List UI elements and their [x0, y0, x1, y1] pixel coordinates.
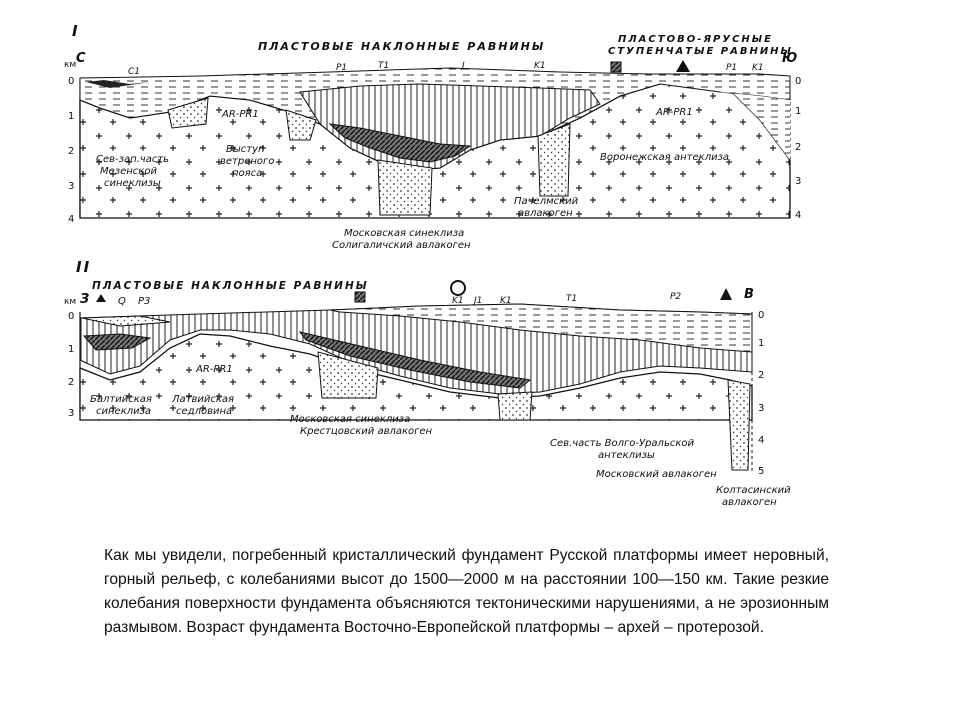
svg-text:J1: J1 [472, 296, 482, 306]
svg-text:5: 5 [758, 466, 764, 477]
svg-text:K1: K1 [452, 296, 464, 306]
profile-2: II ПЛАСТОВЫЕ НАКЛОННЫЕ РАВНИНЫ км З В 0 … [64, 258, 791, 508]
svg-text:Московская синеклиза: Московская синеклиза [344, 228, 464, 239]
svg-text:Q: Q [118, 296, 126, 307]
svg-text:0: 0 [68, 311, 74, 322]
profile-1-triangle-symbol [676, 60, 690, 72]
profile-2-scale-left: 0 1 2 3 [68, 311, 74, 419]
profile-1-graben-soligalich [377, 159, 433, 216]
svg-text:P3: P3 [138, 296, 150, 307]
svg-text:Воронежская антеклиза: Воронежская антеклиза [600, 152, 729, 163]
profile-2-graben-krestsy [317, 351, 379, 399]
svg-text:J: J [460, 61, 465, 71]
profile-1-basement-label-left: AR-PR1 [221, 109, 259, 120]
geological-profiles-figure: I ПЛАСТОВЫЕ НАКЛОННЫЕ РАВНИНЫ ПЛАСТОВО-Я… [64, 22, 801, 508]
svg-text:ветреного: ветреного [220, 156, 274, 167]
svg-text:Московский авлакоген: Московский авлакоген [596, 469, 717, 480]
svg-text:2: 2 [795, 142, 801, 153]
profile-2-basement-label: AR-PR1 [195, 364, 233, 375]
svg-text:2: 2 [758, 370, 764, 381]
svg-text:Солигаличский авлакоген: Солигаличский авлакоген [332, 240, 471, 251]
svg-text:T1: T1 [566, 294, 577, 304]
svg-text:3: 3 [68, 408, 74, 419]
svg-text:3: 3 [758, 403, 764, 414]
svg-text:P1: P1 [726, 63, 737, 73]
svg-text:0: 0 [795, 76, 801, 87]
svg-text:1: 1 [795, 106, 801, 117]
profile-1-basement-label-right: AR-PR1 [655, 107, 693, 118]
profile-2-direction-left: З [80, 292, 89, 307]
svg-text:K1: K1 [500, 296, 512, 306]
profile-2-region-labels: Балтийская синеклиза Латвийская седловин… [90, 394, 791, 508]
svg-text:Сев-зап.часть: Сев-зап.часть [96, 154, 169, 165]
profile-2-hatched-square-symbol [354, 291, 366, 303]
svg-text:Колтасинский: Колтасинский [716, 485, 791, 496]
svg-text:седловина: седловина [176, 406, 232, 417]
svg-text:Латвийская: Латвийская [171, 394, 234, 405]
svg-text:4: 4 [758, 435, 764, 446]
profile-1-roman: I [72, 22, 80, 40]
profile-2-km-label: км [64, 297, 76, 307]
profile-1-scale-right: 0 1 2 3 4 [795, 76, 801, 221]
profile-2-direction-right: В [744, 287, 754, 302]
svg-text:C1: C1 [128, 67, 140, 77]
profile-2-strata-labels: Q P3 K1 J1 K1 T1 P2 [118, 292, 681, 307]
svg-text:T1: T1 [378, 61, 389, 71]
svg-text:синеклизы: синеклизы [104, 178, 161, 189]
svg-text:P1: P1 [336, 63, 347, 73]
profile-2-triangle-symbol [720, 288, 732, 300]
svg-text:3: 3 [68, 181, 74, 192]
profile-1-region-labels: Сев-зап.часть Мезенской синеклизы Выступ… [96, 144, 729, 251]
profile-2-circle-symbol [450, 280, 466, 296]
svg-text:антеклизы: антеклизы [598, 450, 655, 461]
svg-text:Московская синеклиза: Московская синеклиза [290, 414, 410, 425]
svg-text:1: 1 [758, 338, 764, 349]
profile-1-dark-lens [328, 123, 472, 163]
svg-text:2: 2 [68, 377, 74, 388]
profile-1-graben-pachelma [537, 123, 571, 197]
profile-2-dark-band [298, 331, 532, 389]
svg-text:P2: P2 [670, 292, 681, 302]
svg-text:Выступ: Выступ [226, 144, 265, 155]
profile-1-scale-left: 0 1 2 3 4 [68, 76, 74, 225]
svg-text:1: 1 [68, 344, 74, 355]
svg-text:Крестцовский авлакоген: Крестцовский авлакоген [300, 426, 433, 437]
profile-1-header-left: ПЛАСТОВЫЕ НАКЛОННЫЕ РАВНИНЫ [258, 40, 545, 53]
svg-text:2: 2 [68, 146, 74, 157]
svg-text:авлакоген: авлакоген [722, 497, 777, 508]
profile-1-header-right-1: ПЛАСТОВО-ЯРУСНЫЕ [618, 34, 773, 45]
profile-1-km-label: км [64, 60, 76, 70]
profile-2-roman: II [76, 258, 91, 276]
svg-text:K1: K1 [752, 63, 764, 73]
profile-1-strata-labels: C1 P1 T1 J K1 P1 K1 [128, 61, 764, 77]
svg-text:Мезенской: Мезенской [100, 166, 157, 177]
svg-text:1: 1 [68, 111, 74, 122]
profile-1-direction-left: С [76, 51, 86, 66]
svg-text:Балтийская: Балтийская [90, 394, 152, 405]
profile-1-header-right-2: СТУПЕНЧАТЫЕ РАВНИНЫ [608, 46, 793, 57]
svg-text:Пачелмский: Пачелмский [514, 196, 579, 207]
profile-1: I ПЛАСТОВЫЕ НАКЛОННЫЕ РАВНИНЫ ПЛАСТОВО-Я… [64, 22, 801, 251]
svg-text:пояса: пояса [232, 168, 262, 179]
profile-2-upper-layers [329, 303, 753, 353]
caption-paragraph: Как мы увидели, погребенный кристалличес… [104, 547, 829, 636]
profile-2-scale-right: 0 1 2 3 4 5 [758, 310, 764, 477]
svg-text:Сев.часть Волго-Уральской: Сев.часть Волго-Уральской [550, 438, 695, 449]
profile-2-header-left: ПЛАСТОВЫЕ НАКЛОННЫЕ РАВНИНЫ [92, 280, 369, 292]
svg-text:4: 4 [68, 214, 74, 225]
svg-text:K1: K1 [534, 61, 546, 71]
svg-text:3: 3 [795, 176, 801, 187]
svg-text:синеклиза: синеклиза [96, 406, 151, 417]
svg-text:4: 4 [795, 210, 801, 221]
svg-text:0: 0 [68, 76, 74, 87]
profile-1-hatched-square-symbol [610, 61, 622, 73]
svg-text:0: 0 [758, 310, 764, 321]
profile-1-direction-right: Ю [782, 51, 797, 66]
profile-2-graben-koltasy [727, 379, 751, 471]
svg-text:авлакоген: авлакоген [518, 208, 573, 219]
